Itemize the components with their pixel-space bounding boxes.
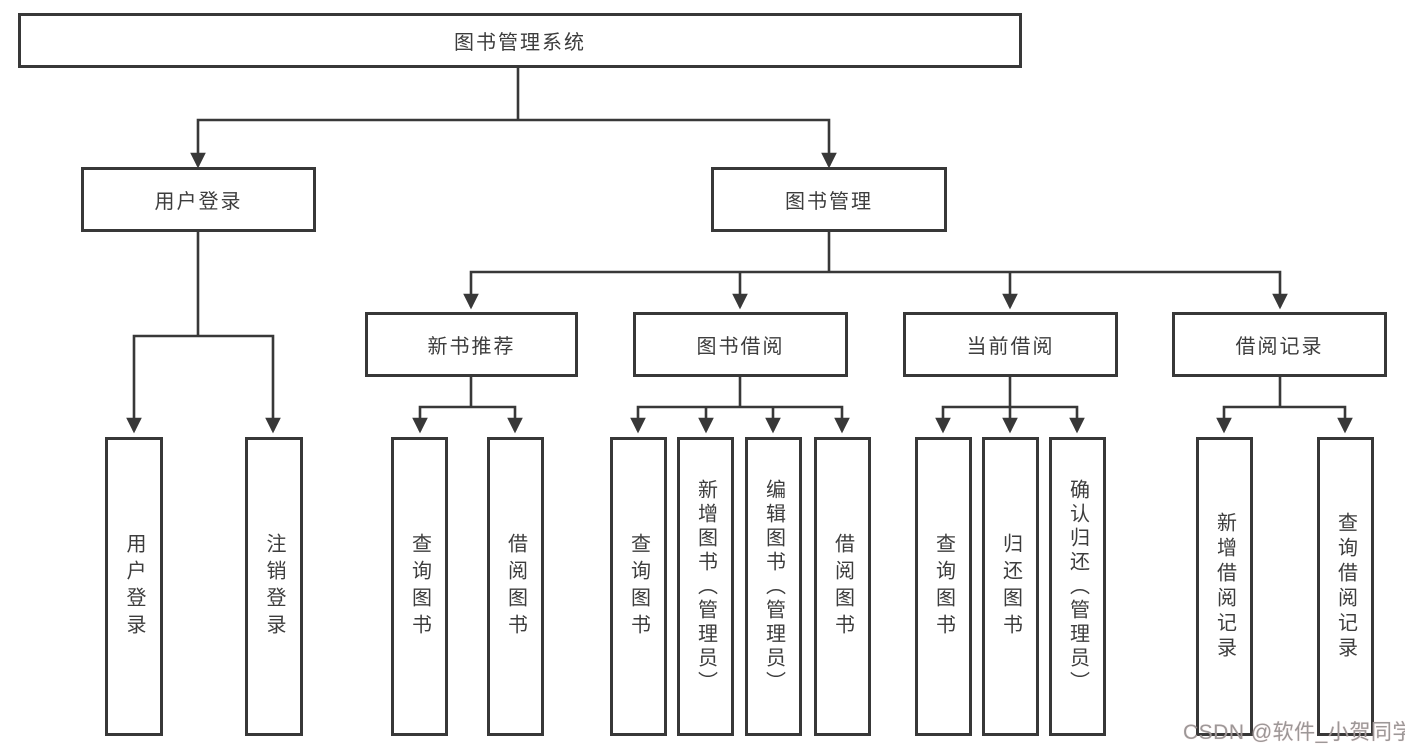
- node-label: 归还图书: [999, 532, 1022, 641]
- edge-bookmgmt-children: [463, 270, 1288, 310]
- edge-currentborrow-children: [935, 405, 1085, 434]
- csdn-watermark: CSDN @软件_小贺同学: [1183, 721, 1405, 744]
- edge-bookborrow-children: [630, 405, 850, 434]
- leaf-borrow-books-2: 借阅图书: [814, 437, 871, 736]
- leaf-borrow-books-1: 借阅图书: [487, 437, 544, 736]
- node-current-borrow: 当前借阅: [903, 312, 1118, 377]
- leaf-add-books-admin: 新增图书（管理员）: [677, 437, 734, 736]
- node-label: 注销登录: [263, 532, 285, 641]
- node-label: 图书借阅: [696, 336, 785, 358]
- node-label: 查询图书: [627, 532, 650, 641]
- leaf-edit-books-admin: 编辑图书（管理员）: [745, 437, 802, 736]
- node-label: 借阅记录: [1235, 336, 1324, 358]
- edge-userlogin-children: [126, 334, 281, 434]
- node-new-book-recommend: 新书推荐: [365, 312, 578, 377]
- node-label: 借阅图书: [504, 532, 527, 641]
- node-label: 图书管理系统: [454, 32, 586, 54]
- node-label: 借阅图书: [831, 532, 854, 641]
- node-label: 查询图书: [932, 532, 955, 641]
- node-label: 确认归还（管理员）: [1066, 478, 1089, 695]
- node-book-borrow: 图书借阅: [633, 312, 848, 377]
- node-label: 用户登录: [123, 532, 145, 641]
- node-book-management: 图书管理: [711, 167, 947, 232]
- edge-newbooks-children: [412, 405, 523, 434]
- node-label: 图书管理: [785, 191, 873, 213]
- leaf-return-books: 归还图书: [982, 437, 1039, 736]
- node-label: 用户登录: [154, 191, 243, 213]
- edge-records-children: [1216, 405, 1353, 434]
- edge-root-children: [190, 118, 837, 169]
- leaf-confirm-return-admin: 确认归还（管理员）: [1049, 437, 1106, 736]
- leaf-query-books-1: 查询图书: [391, 437, 448, 736]
- leaf-query-books-3: 查询图书: [915, 437, 972, 736]
- node-library-system-root: 图书管理系统: [18, 13, 1022, 68]
- leaf-query-borrow-record: 查询借阅记录: [1317, 437, 1374, 736]
- node-label: 新增借阅记录: [1213, 511, 1236, 662]
- leaf-add-borrow-record: 新增借阅记录: [1196, 437, 1253, 736]
- leaf-user-login: 用户登录: [105, 437, 163, 736]
- node-label: 编辑图书（管理员）: [762, 478, 785, 695]
- node-label: 新增图书（管理员）: [694, 478, 717, 695]
- node-user-login: 用户登录: [81, 167, 316, 232]
- node-label: 当前借阅: [966, 336, 1055, 358]
- node-label: 新书推荐: [427, 336, 516, 358]
- node-label: 查询借阅记录: [1334, 511, 1357, 662]
- leaf-logout: 注销登录: [245, 437, 303, 736]
- node-borrow-records: 借阅记录: [1172, 312, 1387, 377]
- node-label: 查询图书: [408, 532, 431, 641]
- leaf-query-books-2: 查询图书: [610, 437, 667, 736]
